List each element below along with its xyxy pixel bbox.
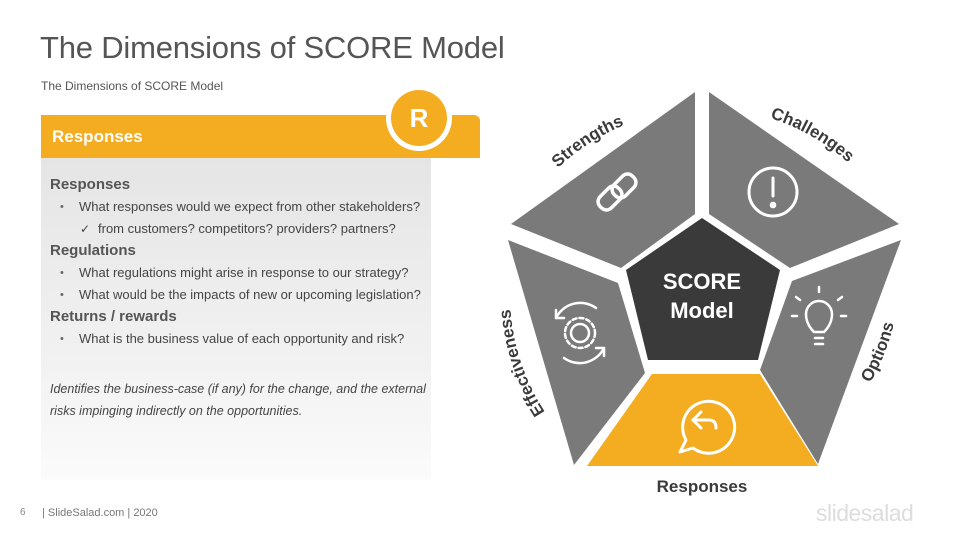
gear-cycle-icon	[554, 301, 606, 365]
center-label-line1: SCORE	[663, 269, 741, 294]
checkmark-icon: ✓	[80, 222, 91, 236]
segment-strengths	[511, 92, 695, 268]
bullet-item: What regulations might arise in response…	[50, 262, 470, 284]
check-item: ✓ from customers? competitors? providers…	[50, 218, 470, 240]
bullet-item: What responses would we expect from othe…	[50, 196, 470, 218]
center-label-line2: Model	[670, 298, 734, 323]
label-responses: Responses	[657, 477, 748, 496]
slide-title: The Dimensions of SCORE Model	[40, 30, 505, 65]
check-item-text: from customers? competitors? providers? …	[98, 221, 396, 236]
reply-chat-icon	[678, 399, 737, 455]
score-pentagon-diagram: SCORE Model Strengths Challenges	[496, 92, 901, 496]
slidesalad-logo: slidesalad	[816, 500, 914, 526]
section-heading-responses: Responses	[50, 176, 131, 193]
bullet-item: What would be the impacts of new or upco…	[50, 284, 470, 306]
panel-header-label: Responses	[52, 127, 143, 146]
section-heading-returns: Returns / rewards	[50, 308, 177, 325]
panel-content: Responses What responses would we expect…	[50, 174, 470, 350]
page-number: 6	[20, 507, 26, 518]
segment-challenges	[709, 92, 899, 268]
segment-effectiveness	[508, 240, 645, 465]
link-icon	[596, 172, 638, 212]
section-heading-regulations: Regulations	[50, 242, 136, 259]
slide-subtitle: The Dimensions of SCORE Model	[41, 79, 224, 93]
footer-credit: | SlideSalad.com | 2020	[42, 507, 158, 519]
exclamation-circle-icon	[747, 166, 799, 218]
summary-text: Identifies the business-case (if any) fo…	[50, 382, 426, 418]
bullet-item: What is the business value of each oppor…	[50, 328, 470, 350]
center-pentagon	[626, 218, 780, 360]
letter-badge: R	[391, 90, 447, 146]
lightbulb-icon	[790, 285, 848, 346]
